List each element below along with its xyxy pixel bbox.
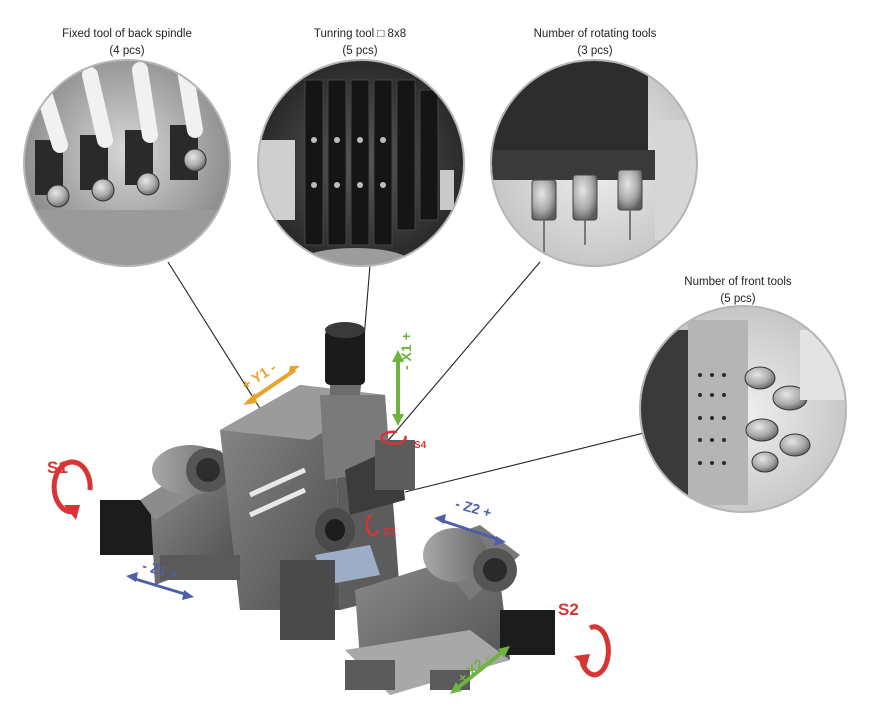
caption-back-spindle-tools: Fixed tool of back spindle (4 pcs)	[42, 26, 212, 60]
s4-rotation-arrow	[380, 430, 407, 445]
turning-tools-zoom	[258, 60, 464, 266]
front-tools-zoom	[640, 306, 846, 512]
x2-axis-arrow	[450, 646, 510, 694]
caption-quantity: (4 pcs)	[109, 45, 145, 57]
caption-quantity: (5 pcs)	[720, 293, 756, 305]
caption-title: Number of rotating tools	[533, 28, 657, 40]
caption-title: Tunring tool □ 8x8	[313, 28, 407, 40]
s2-rotation-arrow	[579, 624, 611, 678]
spindle-s3-label: S3	[383, 527, 396, 538]
z2-axis-arrow	[434, 514, 506, 546]
caption-rotating-tools: Number of rotating tools (3 pcs)	[505, 26, 685, 60]
spindle-s2-label: S2	[558, 600, 579, 619]
machine-body	[100, 322, 555, 695]
s1-rotation-arrow	[51, 459, 93, 515]
caption-title: Fixed tool of back spindle	[62, 28, 192, 40]
caption-title: Number of front tools	[684, 276, 792, 288]
x1-axis-arrow	[392, 350, 404, 426]
back-spindle-tools-zoom	[24, 60, 230, 266]
caption-turning-tool: Tunring tool □ 8x8 (5 pcs)	[290, 26, 430, 60]
caption-front-tools: Number of front tools (5 pcs)	[658, 274, 818, 308]
caption-quantity: (5 pcs)	[342, 45, 378, 57]
spindle-s4-label: S4	[414, 440, 427, 451]
y1-axis-arrow	[243, 366, 300, 405]
rotating-tools-zoom	[491, 60, 697, 266]
spindle-s1-label: S1	[47, 458, 68, 477]
z1-axis-arrow	[126, 572, 194, 600]
x1-axis-label: - X1 +	[398, 332, 414, 370]
caption-quantity: (3 pcs)	[577, 45, 613, 57]
s3-rotation-arrow	[365, 513, 380, 537]
s1-arrowhead	[64, 505, 80, 520]
s2-arrowhead	[574, 654, 590, 668]
